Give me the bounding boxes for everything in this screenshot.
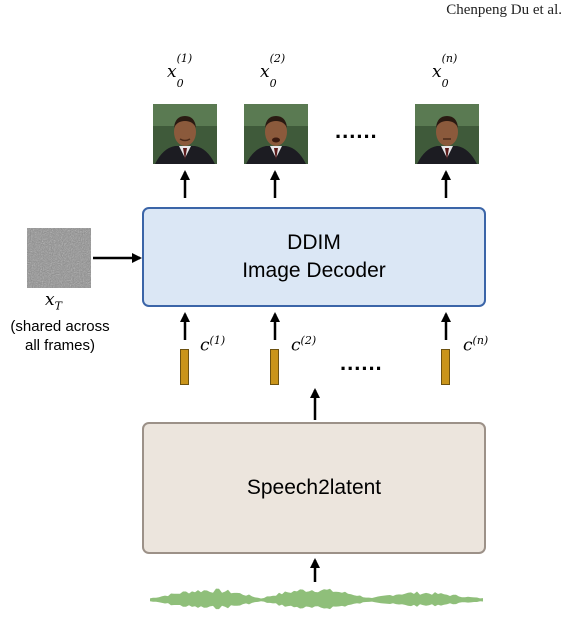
author-header: Chenpeng Du et al. [446,2,562,18]
decoder-title: DDIM [287,231,341,254]
decoder-subtitle: Image Decoder [242,259,386,282]
noise-image [27,228,91,288]
condition-label-2: c(2) [291,334,317,356]
output-frame-1 [153,104,217,164]
noise-caption: (shared across all frames) [10,318,110,354]
output-frame-2 [244,104,308,164]
output-label-2: x(2)0 [260,52,286,91]
condition-ellipsis: ...... [340,350,383,375]
condition-label-n: c(n) [463,334,489,356]
ddim-image-decoder-box: DDIM Image Decoder [142,207,486,307]
latent-bar-n [441,349,450,385]
speech2latent-box: Speech2latent [142,422,486,554]
latent-bar-2 [270,349,279,385]
portrait-image [415,104,479,164]
condition-label-1: c(1) [200,334,226,356]
encoder-label: Speech2latent [246,476,382,499]
output-ellipsis: ...... [335,118,378,143]
output-label-1: x(1)0 [167,52,193,91]
speech-waveform [150,588,483,610]
latent-bar-1 [180,349,189,385]
noise-label: xT [45,290,62,313]
output-label-n: x(n)0 [432,52,458,91]
portrait-image [153,104,217,164]
portrait-image [244,104,308,164]
output-frame-n [415,104,479,164]
